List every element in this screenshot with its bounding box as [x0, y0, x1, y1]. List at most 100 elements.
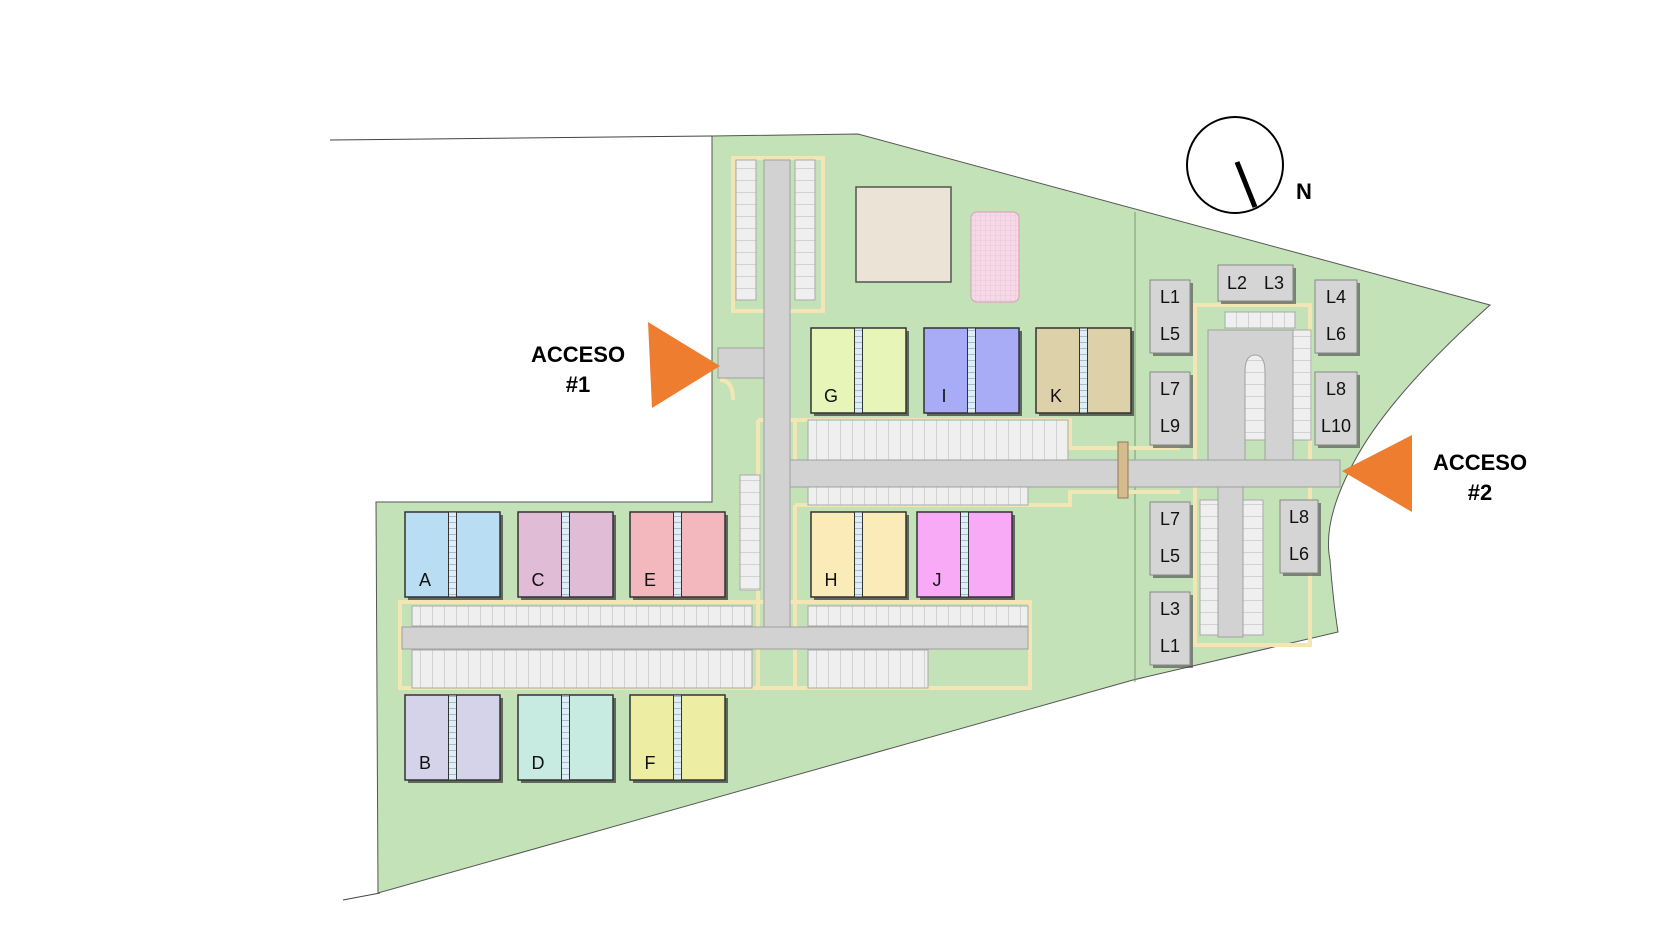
building-b: B	[404, 694, 503, 783]
stair-core	[673, 511, 682, 598]
building-e: E	[629, 511, 728, 600]
road-access-1	[717, 347, 765, 379]
compass: N	[1186, 116, 1312, 214]
access-arrow-icon	[648, 322, 720, 408]
parking-row	[807, 649, 929, 689]
lot-body	[1149, 591, 1191, 666]
north-label: N	[1296, 179, 1312, 204]
parking-row	[1244, 354, 1266, 441]
lot-body	[1149, 279, 1191, 354]
lot-body	[1149, 501, 1191, 576]
building-k: K	[1035, 327, 1134, 416]
lot-label: L5	[1160, 546, 1180, 566]
compass-circle	[1186, 116, 1284, 214]
speed-bump	[1117, 441, 1129, 499]
lot-label: L10	[1321, 416, 1351, 436]
lot-label: L1	[1160, 636, 1180, 656]
parking-row	[411, 605, 753, 627]
stair-core	[561, 694, 570, 781]
roads	[401, 159, 1341, 650]
access-number: #1	[566, 372, 590, 397]
lot-label: L3	[1264, 273, 1284, 293]
lot-label: L8	[1326, 379, 1346, 399]
property-line	[329, 135, 713, 141]
building-label: I	[941, 386, 946, 406]
lot-label: L4	[1326, 287, 1346, 307]
lot-label: L7	[1160, 379, 1180, 399]
parking-row	[1224, 311, 1296, 329]
parking-row	[411, 649, 753, 689]
sidewalk	[719, 378, 735, 401]
building-label: D	[532, 753, 545, 773]
stair-core	[448, 694, 457, 781]
pool	[970, 211, 1020, 303]
road-horizontal-central	[789, 459, 1341, 488]
building-i: I	[923, 327, 1022, 416]
buildings: A C E B D F G I K H J	[404, 327, 1134, 783]
parking-row	[807, 419, 1069, 461]
parking-row	[1199, 499, 1219, 636]
access-arrow-icon	[1342, 435, 1412, 512]
lot-label: L9	[1160, 416, 1180, 436]
lot-body	[1217, 264, 1294, 302]
road-vertical-west	[763, 159, 791, 631]
property-line	[342, 892, 381, 901]
clubhouse	[855, 186, 952, 283]
building-label: E	[644, 570, 656, 590]
building-label: G	[824, 386, 838, 406]
road-horizontal-south	[401, 626, 1029, 650]
lot-label: L7	[1160, 509, 1180, 529]
stair-core	[448, 511, 457, 598]
stair-core	[854, 511, 863, 598]
building-label: A	[419, 570, 431, 590]
access-number: #2	[1468, 480, 1492, 505]
stair-core	[967, 327, 976, 414]
building-d: D	[517, 694, 616, 783]
lot-body	[1279, 499, 1319, 574]
parking-row	[1242, 499, 1264, 636]
lot-label: L2	[1227, 273, 1247, 293]
parking-row	[1292, 329, 1312, 441]
road-loop-east	[1207, 329, 1294, 461]
building-h: H	[810, 511, 909, 600]
parking-stalls	[411, 159, 1312, 689]
building-j: J	[916, 511, 1015, 600]
building-label: J	[933, 570, 942, 590]
lot-label: L8	[1289, 507, 1309, 527]
stair-core	[1079, 327, 1088, 414]
lot-label: L1	[1160, 287, 1180, 307]
parking-row	[735, 159, 757, 301]
building-label: H	[825, 570, 838, 590]
lot-label: L5	[1160, 324, 1180, 344]
access-label: ACCESO	[1433, 450, 1527, 475]
parking-row	[794, 159, 816, 301]
stair-core	[561, 511, 570, 598]
lot-label: L3	[1160, 599, 1180, 619]
lot-body	[1314, 279, 1358, 354]
building-a: A	[404, 511, 503, 600]
parking-row	[739, 474, 761, 591]
building-label: K	[1050, 386, 1062, 406]
lot-label: L6	[1289, 544, 1309, 564]
building-label: C	[532, 570, 545, 590]
access-1: ACCESO#1	[531, 322, 720, 408]
parking-row	[807, 486, 1029, 506]
lot-label: L6	[1326, 324, 1346, 344]
building-g: G	[810, 327, 909, 416]
building-label: F	[645, 753, 656, 773]
stair-core	[673, 694, 682, 781]
access-2: ACCESO #2	[1342, 435, 1527, 512]
building-f: F	[629, 694, 728, 783]
stair-core	[854, 327, 863, 414]
building-label: B	[419, 753, 431, 773]
building-c: C	[517, 511, 616, 600]
